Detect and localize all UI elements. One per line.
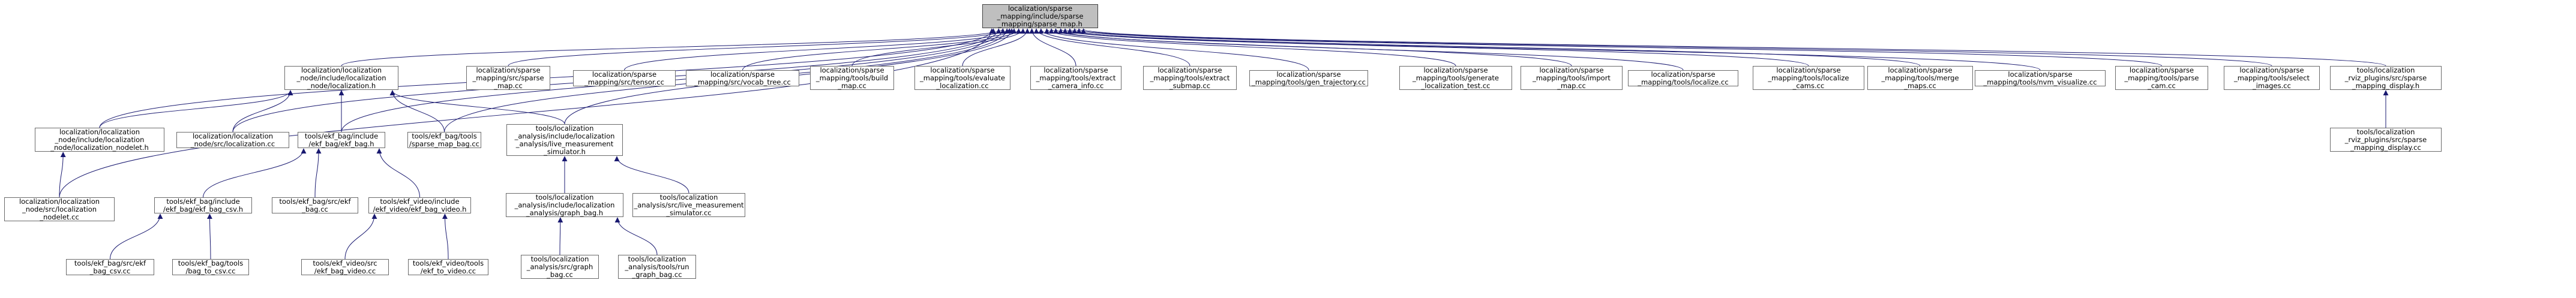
node-gen-loc-test[interactable]: localization/sparse _mapping/tools/gener… (1399, 66, 1512, 90)
node-live-sim-h[interactable]: tools/localization _analysis/include/loc… (506, 124, 623, 156)
node-nvm-visualize[interactable]: localization/sparse _mapping/tools/nvm_v… (1975, 70, 2106, 86)
node-loc-nodelet-cc[interactable]: localization/localization _node/src/loca… (4, 197, 115, 221)
edge-gen_traj-to-root (1038, 28, 1309, 71)
edge-extract_cam-to-root (1029, 28, 1076, 67)
edge-ekf_bag_video_cc-to-ekf_video_h (344, 213, 377, 260)
node-tensor-cc[interactable]: localization/sparse _mapping/src/tensor.… (573, 70, 676, 86)
edge-loc_nodelet_cc-to-loc_nodelet_h (59, 152, 66, 198)
node-bag-to-csv[interactable]: tools/ekf_bag/tools /bag_to_csv.cc (172, 259, 249, 275)
edge-rviz_display_h-to-root (1081, 28, 2386, 67)
node-ekf-to-video[interactable]: tools/ekf_video/tools /ekf_to_video.cc (408, 259, 488, 275)
node-ekf-bag-csv-cc[interactable]: tools/ekf_bag/src/ekf _bag_csv.cc (66, 259, 154, 275)
edge-nvm_visualize-to-root (1067, 28, 2041, 71)
node-live-sim-cc[interactable]: tools/localization _analysis/src/live_me… (632, 193, 745, 217)
node-run-graph-bag[interactable]: tools/localization _analysis/tools/run _… (618, 255, 696, 279)
node-graph-bag-h[interactable]: tools/localization _analysis/include/loc… (506, 193, 623, 217)
node-ekf-bag-cc[interactable]: tools/ekf_bag/src/ekf _bag.cc (272, 197, 358, 213)
edge-extract_submap-to-root (1033, 28, 1190, 67)
edge-localize_cams-to-root (1058, 28, 1809, 67)
edge-sparse_map_bag-to-loc_node_h (389, 90, 445, 133)
node-loc-cc[interactable]: localization/localization _node/src/loca… (176, 132, 289, 148)
edge-loc_cc-to-loc_node_h (232, 90, 293, 133)
edge-merge_maps-to-root (1062, 28, 1921, 67)
node-import-map[interactable]: localization/sparse _mapping/tools/impor… (1521, 66, 1623, 90)
node-ekf-bag-video-cc[interactable]: tools/ekf_video/src /ekf_bag_video.cc (301, 259, 389, 275)
edge-evaluate_loc-to-root (962, 28, 1030, 67)
node-extract-cam[interactable]: localization/sparse _mapping/tools/extra… (1030, 66, 1121, 90)
edge-localize_cc-to-root (1053, 28, 1684, 71)
node-merge-maps[interactable]: localization/sparse _mapping/tools/merge… (1867, 66, 1973, 90)
edge-vocab_tree_cc-to-root (742, 28, 1022, 71)
node-ekf-bag-csv-h[interactable]: tools/ekf_bag/include /ekf_bag/ekf_bag_c… (154, 197, 252, 213)
node-root: localization/sparse _mapping/include/spa… (982, 4, 1098, 28)
edge-loc_nodelet_h-to-loc_node_h (99, 90, 293, 128)
edge-ekf_bag_cc-to-ekf_bag_h (314, 148, 322, 198)
edge-live_sim_h-to-loc_node_h (389, 90, 565, 125)
edge-build_map-to-root (851, 28, 1026, 67)
edge-sparse_map_cc-to-root (508, 28, 1012, 67)
node-sparse-map-cc[interactable]: localization/sparse _mapping/src/sparse … (466, 66, 550, 90)
node-vocab-tree-cc[interactable]: localization/sparse _mapping/src/vocab_t… (686, 70, 799, 86)
edge-select_images-to-root (1076, 28, 2272, 67)
edge-ekf_video_h-to-ekf_bag_h (376, 148, 420, 198)
node-graph-bag-cc[interactable]: tools/localization _analysis/src/graph _… (521, 255, 599, 279)
node-ekf-video-h[interactable]: tools/ekf_video/include /ekf_video/ekf_b… (368, 197, 471, 213)
edge-gen_loc_test-to-root (1044, 28, 1456, 67)
node-gen-traj[interactable]: localization/sparse _mapping/tools/gen_t… (1249, 70, 1368, 86)
edge-parse_cam-to-root (1072, 28, 2162, 67)
edge-live_sim_cc-to-live_sim_h (614, 156, 689, 194)
node-parse-cam[interactable]: localization/sparse _mapping/tools/parse… (2115, 66, 2208, 90)
edge-tensor_cc-to-root (624, 28, 1017, 71)
edge-bag_to_csv-to-ekf_bag_csv_h (206, 213, 212, 260)
edge-loc_node_h-to-root (341, 28, 1006, 67)
node-select-images[interactable]: localization/sparse _mapping/tools/selec… (2224, 66, 2320, 90)
node-sparse-map-bag[interactable]: tools/ekf_bag/tools /sparse_map_bag.cc (407, 132, 481, 148)
node-loc-nodelet-h[interactable]: localization/localization _node/include/… (35, 128, 164, 152)
edge-loc_nodelet_cc-to-root (59, 28, 995, 198)
node-extract-submap[interactable]: localization/sparse _mapping/tools/extra… (1143, 66, 1237, 90)
node-rviz-display-h[interactable]: tools/localization _rviz_plugins/src/spa… (2330, 66, 2442, 90)
edge-ekf_bag_csv_h-to-ekf_bag_h (203, 148, 307, 198)
edge-ekf_to_video-to-ekf_video_h (442, 213, 449, 260)
node-localize-cams[interactable]: localization/sparse _mapping/tools/local… (1753, 66, 1864, 90)
node-evaluate-loc[interactable]: localization/sparse _mapping/tools/evalu… (914, 66, 1010, 90)
node-build-map[interactable]: localization/sparse _mapping/tools/build… (810, 66, 894, 90)
node-ekf-bag-h[interactable]: tools/ekf_bag/include /ekf_bag/ekf_bag.h (298, 132, 385, 148)
edge-run_graph_bag-to-graph_bag_h (614, 217, 658, 255)
node-localize-cc[interactable]: localization/sparse _mapping/tools/local… (1628, 70, 1738, 86)
node-loc-node-h[interactable]: localization/localization _node/include/… (284, 66, 398, 90)
node-rviz-display-cc[interactable]: tools/localization _rviz_plugins/src/spa… (2330, 128, 2442, 152)
edge-ekf_bag_csv_cc-to-ekf_bag_csv_h (110, 213, 163, 260)
